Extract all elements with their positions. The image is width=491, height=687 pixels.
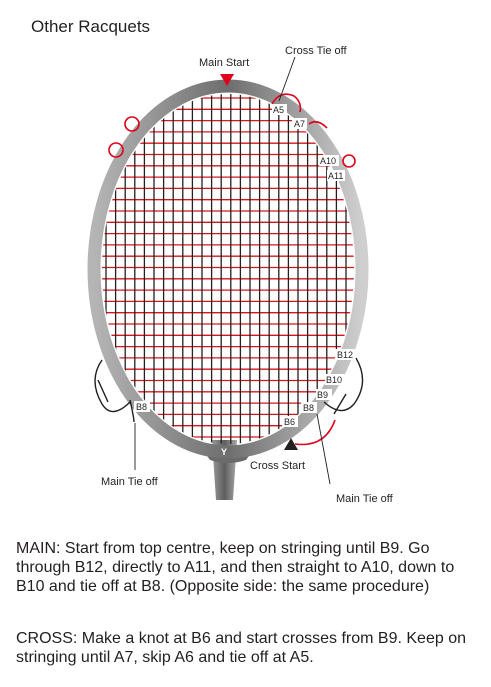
cross-start-label: Cross Start bbox=[250, 460, 305, 472]
main-start-label: Main Start bbox=[199, 57, 249, 69]
cross-start-marker bbox=[284, 438, 298, 450]
hole-b8-left: B8 bbox=[136, 402, 147, 412]
logo: Y bbox=[221, 447, 227, 457]
page-title: Other Racquets bbox=[31, 17, 151, 36]
main-instructions: MAIN: Start from top centre, keep on str… bbox=[16, 540, 455, 595]
side-string-paths bbox=[94, 357, 364, 423]
racquet-diagram: Y A5 A7 A10 A11 B12 B10 B9 B8 B6 bbox=[87, 45, 394, 505]
hole-b8-right: B8 bbox=[303, 403, 314, 413]
top-loops bbox=[108, 93, 356, 446]
racquet-frame bbox=[87, 79, 369, 459]
main-start-marker bbox=[220, 74, 234, 86]
main-tie-off-right-label: Main Tie off bbox=[336, 493, 394, 505]
cross-instructions: CROSS: Make a knot at B6 and start cross… bbox=[16, 630, 466, 666]
hole-a5: A5 bbox=[273, 105, 284, 115]
hole-a7: A7 bbox=[294, 119, 305, 129]
hole-b9: B9 bbox=[317, 390, 328, 400]
hole-a11: A11 bbox=[328, 171, 343, 181]
hole-a10: A10 bbox=[320, 156, 336, 166]
hole-b12: B12 bbox=[337, 350, 353, 360]
main-tie-off-left-label: Main Tie off bbox=[101, 476, 159, 488]
leader-lines bbox=[134, 56, 331, 485]
hole-b6: B6 bbox=[284, 417, 295, 427]
cross-tie-off-label: Cross Tie off bbox=[285, 45, 347, 57]
hole-b10: B10 bbox=[326, 375, 342, 385]
